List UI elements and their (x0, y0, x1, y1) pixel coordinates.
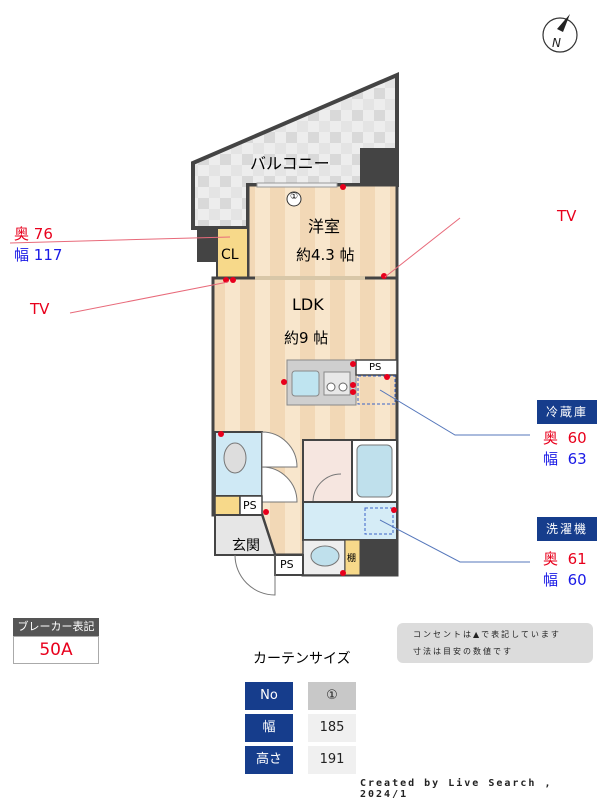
note-box: コンセントは▲で表記しています 寸法は目安の数値です (397, 623, 593, 663)
outlet-markers (218, 184, 397, 576)
compass-icon: N (542, 14, 578, 53)
note-line: コンセントは▲で表記しています (413, 630, 561, 639)
svg-text:N: N (552, 36, 561, 50)
curtain-marker: ① (290, 192, 299, 202)
fridge-space (357, 375, 396, 405)
breaker-label: ブレーカー表記 (13, 618, 99, 636)
note-line: 寸法は目安の数値です (413, 647, 513, 656)
curtain-value: 191 (308, 746, 356, 774)
curtain-header: 高さ (245, 746, 293, 774)
closet-depth: 奥 76 (14, 225, 53, 243)
curtain-value: 185 (308, 714, 356, 742)
closet (216, 227, 249, 279)
fridge-width: 幅 63 (543, 450, 587, 468)
washroom (302, 439, 353, 503)
washer-width: 幅 60 (543, 571, 587, 589)
washer-space (364, 507, 394, 535)
ps-label: PS (369, 362, 382, 373)
curtain-header: 幅 (245, 714, 293, 742)
tv-left-label: TV (30, 300, 50, 318)
closet-width: 幅 117 (14, 246, 63, 264)
curtain-title: カーテンサイズ (253, 651, 351, 667)
fridge-depth: 奥 60 (543, 429, 587, 447)
washer-tag: 洗濯機 (537, 517, 597, 541)
curtain-header: No (245, 682, 293, 710)
balcony-label: バルコニー (250, 154, 330, 173)
ldk-label: LDK (292, 295, 324, 314)
ps-label: PS (243, 499, 257, 512)
western-label: 洋室 (308, 217, 341, 236)
shelf-label: 棚 (347, 554, 357, 564)
closet-label: CL (221, 247, 239, 263)
washer-depth: 奥 61 (543, 550, 587, 568)
ldk-size: 約9 帖 (284, 329, 329, 347)
western-size: 約4.3 帖 (296, 246, 355, 264)
footer-credit: Created by Live Search , 2024/1 (360, 778, 553, 800)
tv-right-label: TV (557, 207, 577, 225)
entrance-label: 玄関 (232, 538, 260, 554)
curtain-value: ① (308, 682, 356, 710)
fridge-tag: 冷蔵庫 (537, 400, 597, 424)
breaker-value: 50A (13, 636, 99, 664)
ps-label: PS (280, 558, 294, 571)
